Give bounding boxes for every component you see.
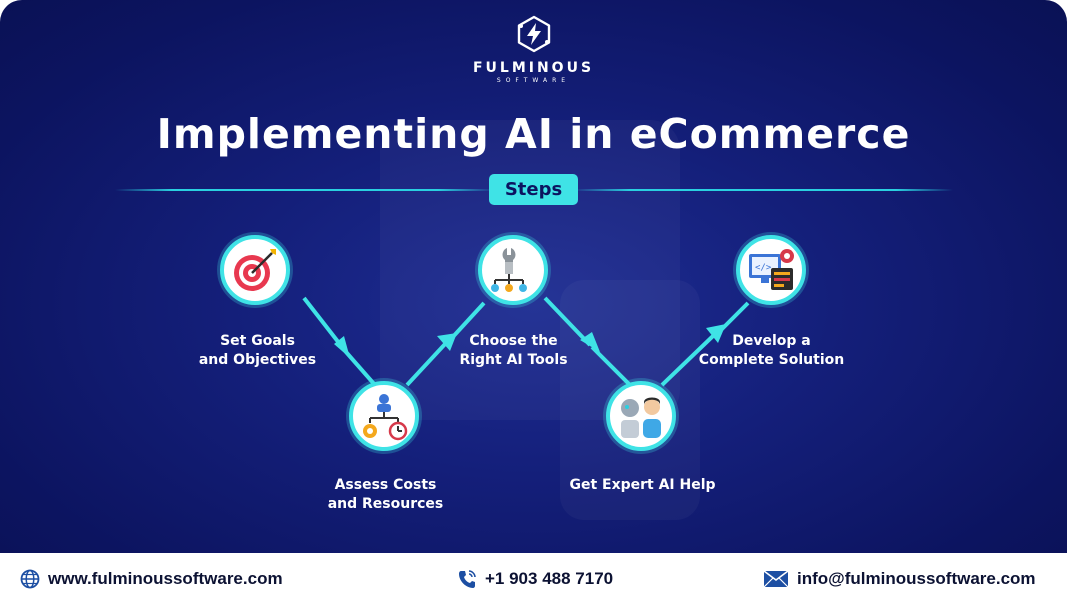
steps-badge: Steps bbox=[489, 174, 578, 205]
connector-4-5 bbox=[660, 334, 715, 387]
step-node-1 bbox=[220, 235, 290, 305]
website-link[interactable]: www.fulminoussoftware.com bbox=[48, 569, 283, 588]
step-label-2-line2: and Resources bbox=[327, 496, 444, 512]
target-arrow-icon bbox=[234, 249, 276, 291]
page-title: Implementing AI in eCommerce bbox=[156, 110, 911, 158]
step-label-1: Set Goals and Objectives bbox=[185, 332, 330, 370]
step-label-1-line1: Set Goals bbox=[220, 333, 295, 349]
step-label-3: Choose the Right AI Tools bbox=[441, 332, 586, 370]
connector-2-3b bbox=[448, 301, 486, 342]
envelope-icon bbox=[763, 570, 789, 588]
step-label-2: Assess Costs and Resources bbox=[313, 476, 458, 514]
step-label-3-line2: Right AI Tools bbox=[459, 352, 568, 368]
phone-number[interactable]: +1 903 488 7170 bbox=[485, 569, 614, 588]
lightning-hexagon-icon bbox=[517, 15, 550, 53]
resources-gear-clock-icon bbox=[363, 394, 408, 441]
step-node-3 bbox=[478, 235, 548, 305]
email-link[interactable]: info@fulminoussoftware.com bbox=[797, 569, 1036, 588]
step-label-2-line1: Assess Costs bbox=[334, 477, 437, 493]
brand-logo: FULMINOUS SOFTWARE bbox=[0, 14, 1067, 84]
robot-person-icon bbox=[621, 397, 661, 438]
divider-left bbox=[115, 189, 495, 191]
step-label-4: Get Expert AI Help bbox=[565, 476, 720, 495]
code-screen-gear-icon: </> bbox=[749, 249, 794, 290]
connector-4-5b bbox=[716, 301, 750, 335]
brand-name: FULMINOUS bbox=[472, 60, 595, 76]
step-label-5: Develop a Complete Solution bbox=[689, 332, 854, 370]
connector-3-4b bbox=[590, 345, 634, 389]
contact-footer: www.fulminoussoftware.com +1 903 488 717… bbox=[0, 553, 1067, 606]
step-label-1-line2: and Objectives bbox=[198, 352, 317, 368]
arrow-3-4 bbox=[580, 332, 600, 352]
connector-1-2b bbox=[344, 350, 377, 387]
footer-email[interactable]: info@fulminoussoftware.com bbox=[763, 569, 1036, 589]
wrench-network-icon bbox=[491, 248, 527, 292]
step-connectors bbox=[302, 296, 750, 389]
footer-website[interactable]: www.fulminoussoftware.com bbox=[20, 569, 283, 589]
step-label-3-line1: Choose the bbox=[469, 333, 558, 349]
step-label-4-line1: Get Expert AI Help bbox=[569, 477, 716, 493]
brand-tagline: SOFTWARE bbox=[496, 77, 571, 84]
svg-text:</>: </> bbox=[755, 263, 772, 273]
divider-right bbox=[573, 189, 953, 191]
phone-icon bbox=[459, 570, 476, 588]
connector-3-4 bbox=[543, 296, 592, 347]
step-label-5-line1: Develop a bbox=[732, 333, 811, 349]
step-node-5: </> bbox=[736, 235, 806, 305]
hero-banner: FULMINOUS SOFTWARE Implementing AI in eC… bbox=[0, 0, 1067, 553]
footer-phone[interactable]: +1 903 488 7170 bbox=[457, 569, 613, 589]
globe-icon bbox=[20, 569, 40, 589]
step-label-5-line2: Complete Solution bbox=[698, 352, 845, 368]
step-node-2 bbox=[349, 381, 419, 451]
step-node-4 bbox=[606, 381, 676, 451]
connector-2-3 bbox=[405, 341, 448, 387]
